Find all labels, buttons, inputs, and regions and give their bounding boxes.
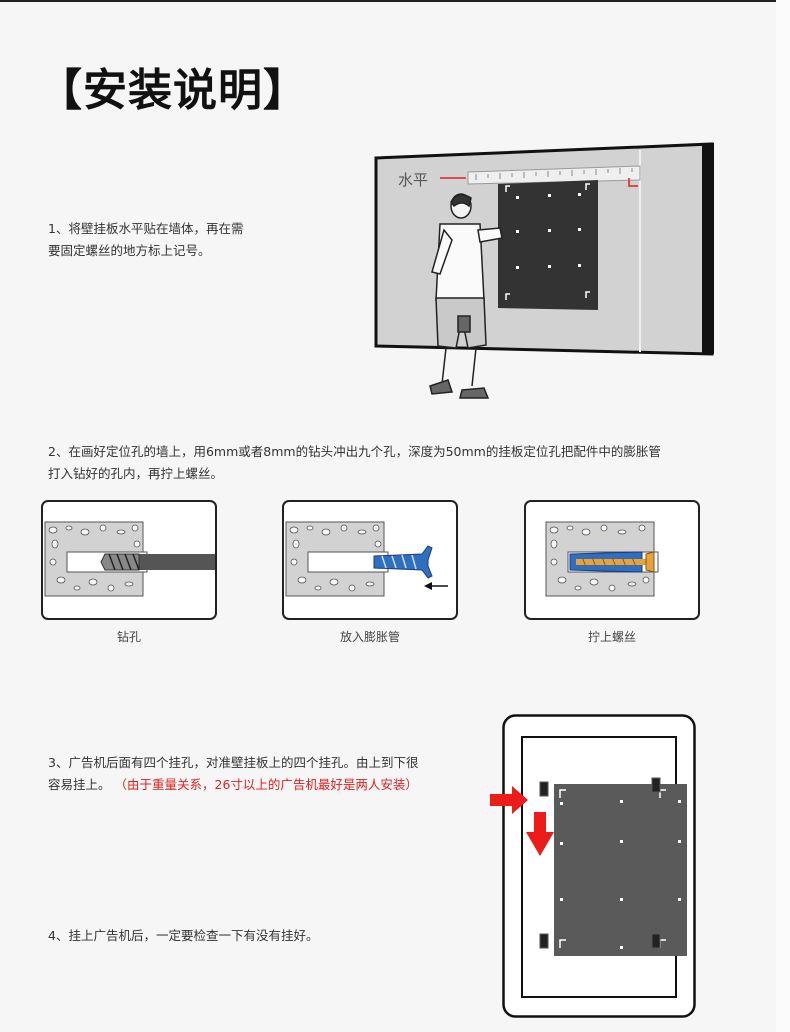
- align-arrow-icon: [490, 786, 528, 814]
- display-hooks: [539, 777, 661, 949]
- plate-hook-slots: [505, 183, 590, 300]
- insert-anchor-illustration: [282, 500, 458, 620]
- drill-hole-illustration: [41, 500, 217, 620]
- screw-shaft: [576, 559, 646, 565]
- level-label: 水平: [398, 171, 428, 189]
- mounting-plate: [498, 180, 598, 310]
- concrete-aggregate: [48, 524, 141, 592]
- level-ruler: [467, 165, 641, 185]
- step2-line1: 2、在画好定位孔的墙上，用6mm或者8mm的钻头冲出九个孔，深度为50mm的挂板…: [48, 444, 661, 459]
- right-margin: [776, 0, 790, 1032]
- expansion-anchor: [373, 545, 433, 579]
- down-arrow-icon: [526, 812, 554, 856]
- step1-line2: 要固定螺丝的地方标上记号。: [48, 243, 211, 258]
- step4-text: 4、挂上广告机后，一定要检查一下有没有挂好。: [48, 925, 488, 947]
- plate-holes: [516, 193, 581, 269]
- hang-display-illustration: [490, 714, 696, 1018]
- step3-line1: 3、广告机后面有四个挂孔，对准壁挂板上的四个挂孔。由上到下很: [48, 755, 419, 770]
- caption-screw: 拧上螺丝: [587, 630, 636, 644]
- screw-head: [645, 551, 655, 573]
- wall-mount-plate: [554, 784, 687, 956]
- worker-figure: [429, 193, 503, 399]
- step3-line2-plain: 容易挂上。: [48, 777, 111, 792]
- step1-line1: 1、将壁挂板水平贴在墙体，再在需: [48, 221, 244, 236]
- ruler-ticks: [475, 168, 633, 180]
- drill-shank: [137, 554, 215, 570]
- step1-text: 1、将壁挂板水平贴在墙体，再在需 要固定螺丝的地方标上记号。: [48, 218, 243, 262]
- caption-drill: 钻孔: [116, 630, 141, 644]
- caption-anchor: 放入膨胀管: [339, 630, 400, 644]
- step3-line2: 容易挂上。 （由于重量关系，26寸以上的广告机最好是两人安装）: [48, 774, 488, 796]
- step4-line1: 4、挂上广告机后，一定要检查一下有没有挂好。: [48, 928, 319, 943]
- insert-direction-arrow: [424, 582, 448, 590]
- step2-line2: 打入钻好的孔内，再拧上螺丝。: [48, 466, 224, 481]
- corner-mark: [628, 178, 638, 187]
- step3-text: 3、广告机后面有四个挂孔，对准壁挂板上的四个挂孔。由上到下很 容易挂上。 （由于…: [48, 752, 488, 796]
- step1-wall-illustration: 水平: [374, 142, 714, 399]
- step3-safety-note: （由于重量关系，26寸以上的广告机最好是两人安装）: [114, 777, 418, 792]
- page-title: 【安装说明】: [38, 65, 308, 116]
- step2-text: 2、在画好定位孔的墙上，用6mm或者8mm的钻头冲出九个孔，深度为50mm的挂板…: [48, 441, 748, 485]
- wall-side-edge: [702, 143, 714, 354]
- tighten-screw-illustration: [524, 500, 700, 620]
- top-border-line: [0, 0, 776, 2]
